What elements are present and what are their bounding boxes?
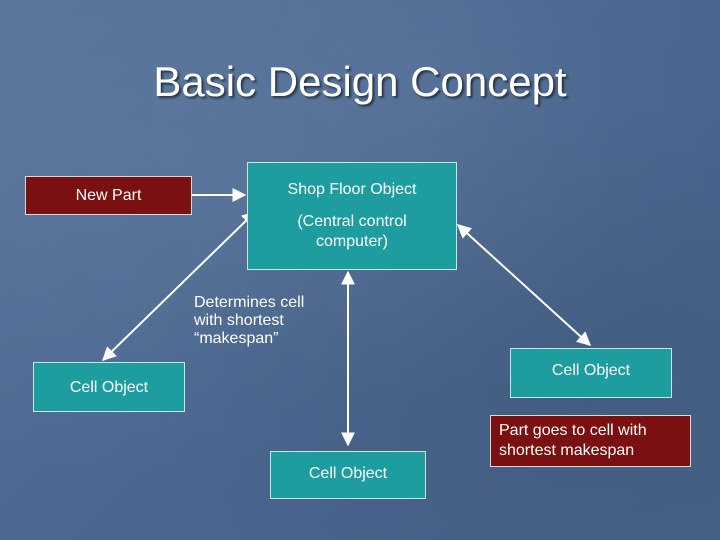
new-part-label: New Part <box>75 187 142 204</box>
shop-floor-subtitle-line2: computer) <box>315 233 389 250</box>
part-goes-box: Part goes to cell with shortest makespan <box>490 415 691 467</box>
cell-object-bottom-label: Cell Object <box>308 465 388 482</box>
cell-object-left-box: Cell Object <box>33 362 185 412</box>
shop-floor-subtitle-line1: (Central control <box>297 213 407 230</box>
cell-object-left-label: Cell Object <box>69 379 149 396</box>
determines-line-3: “makespan” <box>194 330 279 347</box>
part-goes-line-2: shortest makespan <box>499 442 635 459</box>
part-goes-line-1: Part goes to cell with <box>499 422 647 439</box>
shop-floor-title: Shop Floor Object <box>287 181 417 198</box>
cell-object-right-box: Cell Object <box>510 348 672 398</box>
arrow-shopfloor-to-cell-left <box>101 211 257 361</box>
arrow-shopfloor-to-cell-right <box>456 224 592 346</box>
new-part-box: New Part <box>25 176 192 215</box>
determines-note: Determines cell with shortest “makespan” <box>194 294 304 348</box>
shop-floor-object-box: Shop Floor Object (Central control compu… <box>247 162 457 270</box>
cell-object-bottom-box: Cell Object <box>270 451 426 499</box>
determines-line-2: with shortest <box>194 312 284 329</box>
determines-line-1: Determines cell <box>194 294 305 311</box>
slide-title: Basic Design Concept <box>153 58 567 105</box>
cell-object-right-label: Cell Object <box>551 362 631 379</box>
